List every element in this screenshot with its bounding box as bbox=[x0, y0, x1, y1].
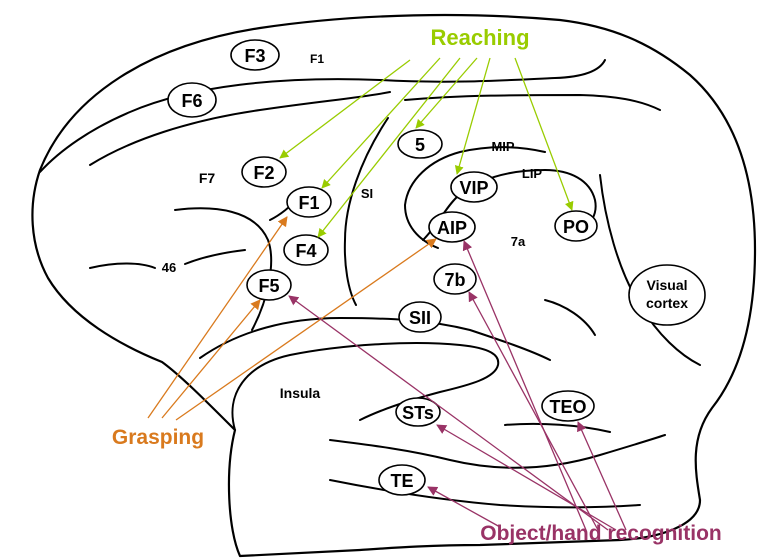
area-visual-cortex: Visual cortex bbox=[628, 264, 706, 326]
label-f7: F7 bbox=[199, 170, 216, 186]
svg-text:5: 5 bbox=[415, 135, 425, 155]
area-f3: F3 bbox=[230, 39, 280, 71]
svg-text:F5: F5 bbox=[258, 276, 279, 296]
posterior-sulcus-small bbox=[544, 299, 596, 336]
area-f1: F1 bbox=[286, 186, 332, 218]
inferior-temporal-sulcus bbox=[329, 479, 641, 509]
label-46: 46 bbox=[162, 260, 176, 275]
reaching-arrow-f2 bbox=[279, 59, 411, 159]
svg-text:F6: F6 bbox=[181, 91, 202, 111]
svg-text:STs: STs bbox=[402, 403, 434, 423]
reaching-arrow-po bbox=[514, 57, 574, 211]
reaching-arrow-f1 bbox=[321, 57, 441, 189]
principal-sulcus bbox=[89, 262, 156, 269]
area-7b: 7b bbox=[433, 263, 477, 295]
label-insula: Insula bbox=[280, 385, 321, 401]
reaching-arrow-vip bbox=[454, 57, 491, 175]
sylvian-fissure-upper bbox=[199, 317, 551, 361]
central-sulcus bbox=[343, 117, 389, 306]
svg-text:AIP: AIP bbox=[437, 218, 467, 238]
objrec-arrow-7b bbox=[468, 291, 599, 531]
svg-text:F1: F1 bbox=[298, 193, 319, 213]
sylvian-fissure-inner bbox=[231, 342, 500, 431]
grasping-arrow-f5 bbox=[161, 299, 261, 419]
arcuate-sulcus bbox=[174, 207, 273, 331]
reaching-arrow-f4 bbox=[317, 57, 461, 238]
parietal-line bbox=[404, 94, 661, 111]
label-lip: LIP bbox=[522, 166, 543, 181]
svg-text:F4: F4 bbox=[295, 241, 316, 261]
principal-sulcus-b bbox=[184, 249, 246, 265]
superior-frontal-band bbox=[39, 59, 606, 173]
area-f5: F5 bbox=[246, 269, 292, 301]
objrec-arrow-f5 bbox=[288, 295, 609, 531]
svg-text:F2: F2 bbox=[253, 163, 274, 183]
area-te: TE bbox=[378, 464, 426, 496]
temporal-lower-line bbox=[504, 422, 611, 433]
area-sii: SII bbox=[398, 301, 442, 333]
objrec-arrow-aip bbox=[462, 240, 587, 531]
grasping-arrow-aip bbox=[175, 238, 437, 421]
label-object-recognition: Object/hand recognition bbox=[480, 522, 722, 545]
svg-text:7b: 7b bbox=[444, 270, 465, 290]
area-aip: AIP bbox=[428, 211, 476, 243]
svg-text:Visual: Visual bbox=[647, 277, 688, 293]
reaching-arrows bbox=[279, 57, 574, 238]
superior-temporal-sulcus bbox=[329, 434, 666, 469]
reaching-arrow-5 bbox=[415, 57, 478, 129]
area-f2: F2 bbox=[241, 156, 287, 188]
area-vip: VIP bbox=[450, 171, 498, 203]
object-recognition-arrows bbox=[288, 240, 627, 531]
svg-text:VIP: VIP bbox=[459, 178, 488, 198]
label-f1-top: F1 bbox=[310, 52, 324, 66]
brain-outline bbox=[31, 13, 757, 558]
area-teo: TEO bbox=[541, 390, 595, 422]
area-f4: F4 bbox=[283, 234, 329, 266]
svg-text:cortex: cortex bbox=[646, 295, 688, 311]
label-reaching: Reaching bbox=[430, 25, 529, 50]
label-grasping: Grasping bbox=[112, 426, 204, 449]
intraparietal-sulcus-fundus bbox=[422, 169, 597, 241]
svg-text:SII: SII bbox=[409, 308, 431, 328]
grasping-arrow-f1 bbox=[147, 216, 288, 419]
label-7a: 7a bbox=[511, 234, 526, 249]
area-5: 5 bbox=[397, 129, 443, 159]
grasping-arrows bbox=[147, 216, 437, 421]
area-f6: F6 bbox=[167, 82, 217, 118]
label-si: SI bbox=[361, 186, 373, 201]
svg-text:TEO: TEO bbox=[549, 397, 586, 417]
intraparietal-sulcus bbox=[404, 146, 546, 249]
objrec-arrow-te bbox=[427, 486, 501, 528]
area-sts: STs bbox=[395, 397, 441, 427]
mesial-line bbox=[89, 91, 391, 166]
svg-text:PO: PO bbox=[563, 217, 589, 237]
svg-text:F3: F3 bbox=[244, 46, 265, 66]
objrec-arrow-sts bbox=[436, 424, 617, 531]
label-mip: MIP bbox=[491, 139, 514, 154]
svg-text:TE: TE bbox=[390, 471, 413, 491]
area-po: PO bbox=[554, 210, 598, 242]
objrec-arrow-teo bbox=[577, 421, 627, 531]
